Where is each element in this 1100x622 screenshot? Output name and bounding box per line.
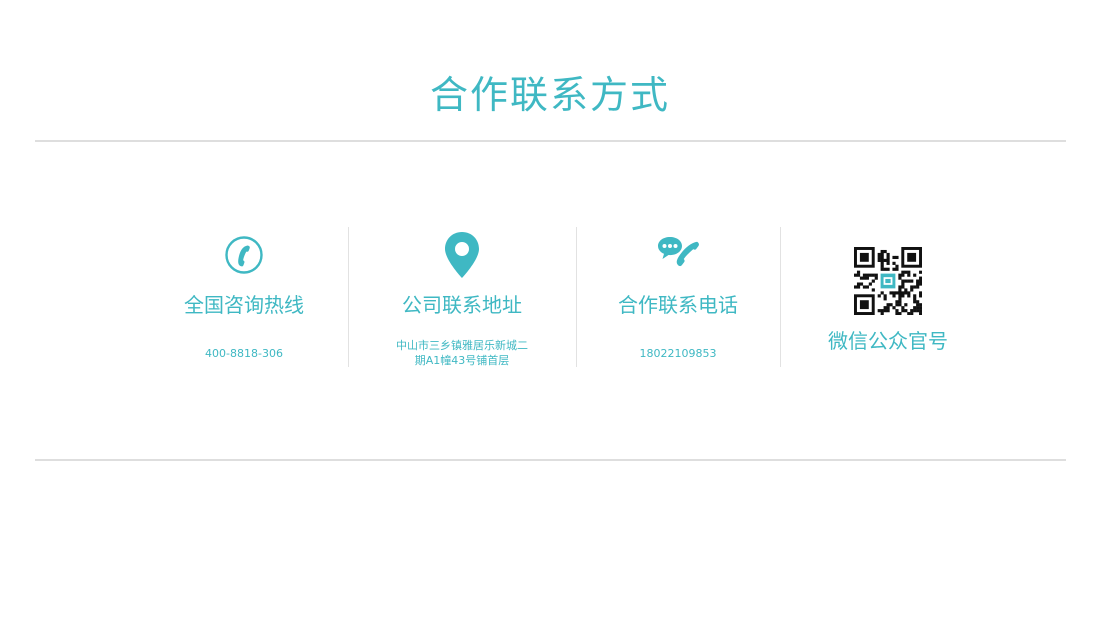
bottom-divider [35, 459, 1066, 461]
address-line: 期A1幢43号铺首层 [414, 354, 510, 367]
address-text: 中山市三乡镇雅居乐新城二 期A1幢43号铺首层 [348, 338, 576, 368]
column-separator [576, 227, 577, 367]
address-block: 公司联系地址 中山市三乡镇雅居乐新城二 期A1幢43号铺首层 [348, 227, 576, 367]
contact-row: 全国咨询热线 400-8818-306 公司联系地址 中山市三乡镇雅居乐新城二 … [140, 227, 1000, 367]
cooperation-phone-number[interactable]: 18022109853 [639, 347, 717, 360]
address-label: 公司联系地址 [402, 293, 522, 317]
hotline-label: 全国咨询热线 [184, 293, 304, 317]
cooperation-phone-block: 合作联系电话 18022109853 [576, 227, 780, 367]
column-separator [348, 227, 349, 367]
hotline-block: 全国咨询热线 400-8818-306 [140, 227, 348, 367]
chat-phone-icon [656, 233, 700, 281]
wechat-block: 微信公众官号 [780, 227, 996, 367]
location-pin-icon [443, 231, 481, 283]
page-title: 合作联系方式 [429, 73, 670, 117]
wechat-label: 微信公众官号 [828, 329, 948, 353]
qr-code-icon[interactable] [854, 247, 923, 319]
top-divider [35, 140, 1066, 142]
hotline-number[interactable]: 400-8818-306 [205, 347, 283, 360]
cooperation-phone-label: 合作联系电话 [618, 293, 738, 317]
phone-circle-icon [224, 235, 264, 279]
column-separator [780, 227, 781, 367]
address-line: 中山市三乡镇雅居乐新城二 [396, 339, 528, 352]
